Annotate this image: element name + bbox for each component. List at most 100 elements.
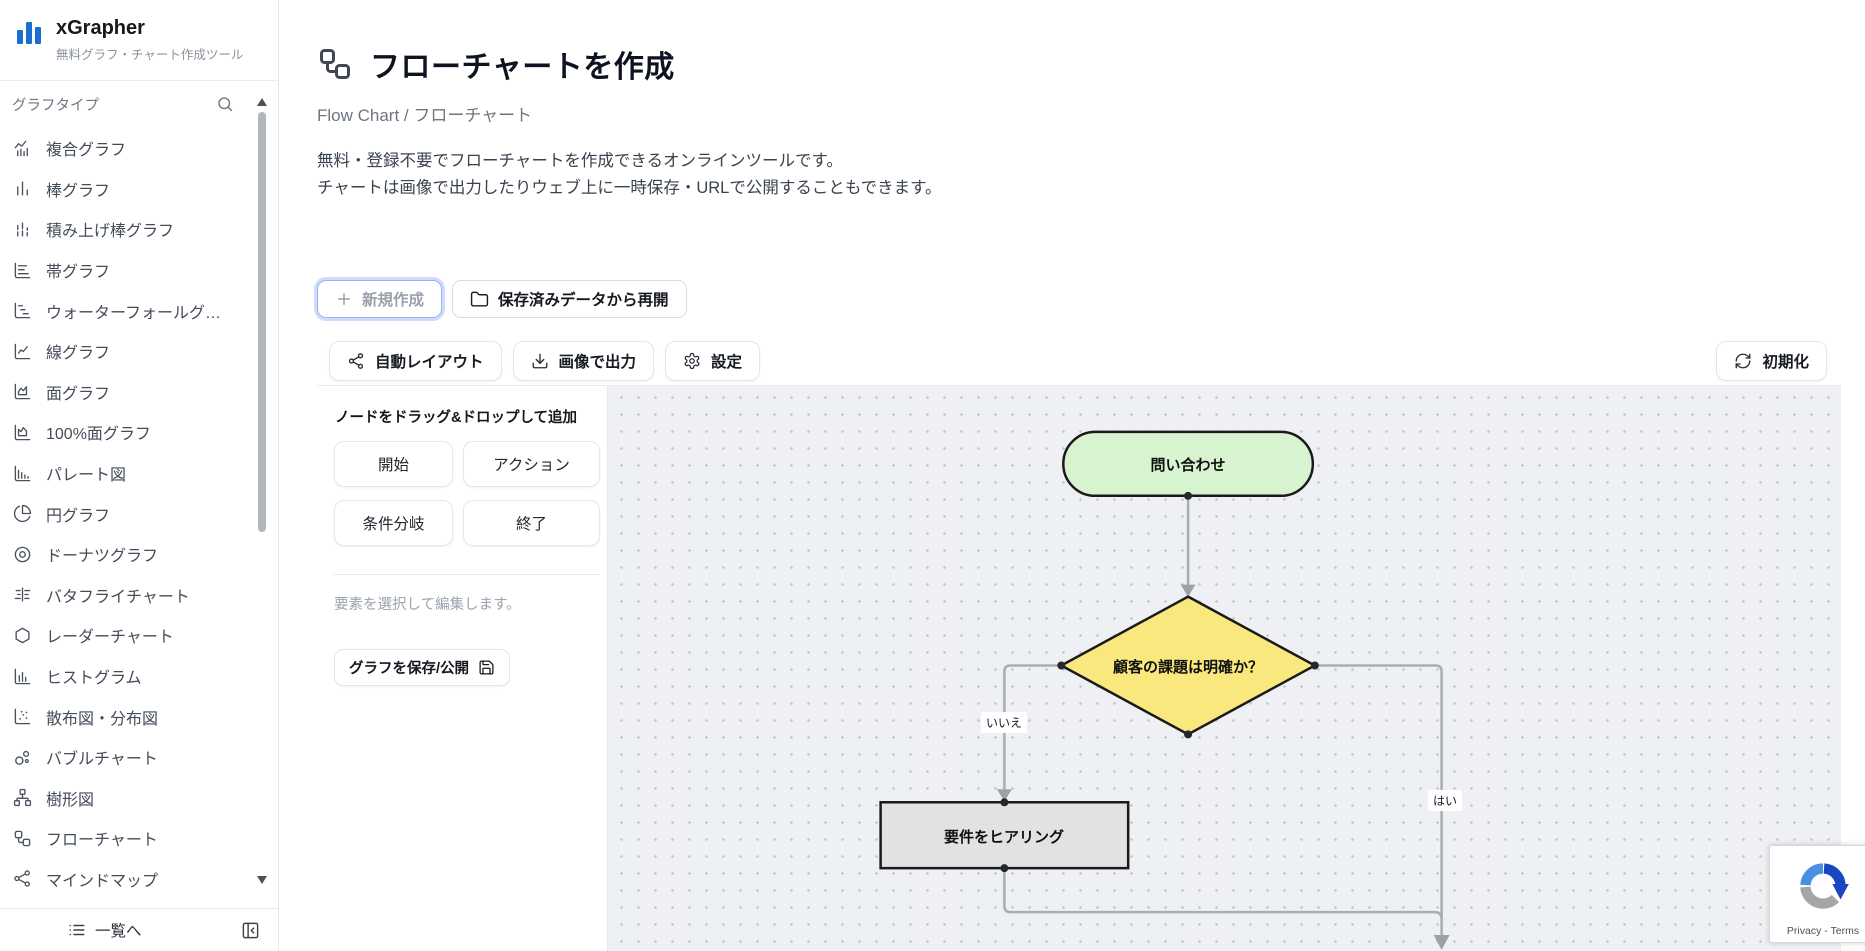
export-image-label: 画像で出力 [558, 354, 637, 371]
gear-icon [684, 352, 700, 370]
search-icon[interactable] [216, 95, 234, 113]
sidebar-item-8[interactable]: 100%面グラフ [0, 412, 258, 453]
sidebar-item-18[interactable]: フローチャート [0, 818, 258, 859]
refresh-icon [1736, 353, 1751, 369]
flowchart-canvas[interactable]: 問い合わせ 顧客の課題は明確か？ 要件をヒアリング いいえ はい [607, 386, 1841, 951]
sidebar-item-label: 面グラフ [46, 385, 111, 403]
histogram-icon [13, 667, 32, 686]
flowchart-svg [879, 430, 1450, 951]
sidebar-item-3[interactable]: 積み上げ棒グラフ [0, 209, 258, 250]
recaptcha-badge[interactable]: Privacy - Terms [1769, 845, 1865, 943]
node-palette: ノードをドラッグ&ドロップして追加 開始アクション条件分岐終了 要素を選択して編… [317, 386, 607, 951]
recaptcha-logo-icon [1800, 863, 1849, 909]
auto-layout-button[interactable]: 自動レイアウト [329, 341, 502, 381]
panel-collapse-icon[interactable] [241, 921, 260, 940]
new-create-button[interactable]: 新規作成 [317, 280, 443, 318]
combo-chart-icon [13, 139, 32, 158]
scrollbar-thumb[interactable] [258, 112, 266, 532]
area-chart-icon [13, 382, 32, 401]
edge-no[interactable] [1003, 664, 1062, 790]
share-network-icon [348, 353, 364, 369]
scrollbar-up-arrow[interactable] [257, 98, 267, 106]
app-subtitle: 無料グラフ・チャート作成ツール [56, 48, 244, 62]
sidebar-item-6[interactable]: 線グラフ [0, 331, 258, 372]
sidebar-item-9[interactable]: パレート図 [0, 453, 258, 494]
sidebar-section-label: グラフタイプ [12, 97, 99, 114]
pareto-chart-icon [13, 464, 32, 483]
plus-icon [338, 293, 350, 305]
reset-button[interactable]: 初期化 [1716, 341, 1827, 381]
arrowhead-down-action [996, 789, 1012, 802]
area-100-chart-icon [13, 423, 32, 442]
sidebar-item-17[interactable]: 樹形図 [0, 778, 258, 819]
logo[interactable]: xGrapher 無料グラフ・チャート作成ツール [0, 0, 278, 81]
auto-layout-label: 自動レイアウト [375, 354, 484, 371]
palette-divider [334, 574, 600, 575]
settings-label: 設定 [711, 354, 743, 371]
app-logo-icon [14, 17, 44, 47]
save-publish-button[interactable]: グラフを保存/公開 [334, 649, 511, 686]
band-chart-icon [13, 261, 32, 280]
settings-button[interactable]: 設定 [665, 341, 761, 381]
sidebar-item-2[interactable]: 棒グラフ [0, 169, 258, 210]
node-action-shape[interactable] [879, 801, 1130, 870]
sidebar-item-5[interactable]: ウォーターフォールグ… [0, 290, 258, 331]
palette-node-1[interactable]: 開始 [334, 441, 453, 487]
sidebar-item-label: 積み上げ棒グラフ [46, 223, 175, 241]
recaptcha-privacy-terms[interactable]: Privacy - Terms [1786, 925, 1860, 937]
sidebar-item-19[interactable]: マインドマップ [0, 859, 258, 900]
waterfall-chart-icon [13, 301, 32, 320]
export-image-button[interactable]: 画像で出力 [512, 341, 655, 381]
sidebar-item-4[interactable]: 帯グラフ [0, 250, 258, 291]
sidebar-footer-label: 一覧へ [95, 923, 142, 940]
list-icon [68, 921, 86, 939]
sidebar-item-label: パレート図 [46, 467, 127, 485]
editor-top-border [317, 385, 1841, 386]
sidebar-item-label: 散布図・分布図 [46, 710, 159, 728]
palette-heading: ノードをドラッグ&ドロップして追加 [335, 410, 578, 426]
node-start-shape[interactable] [1062, 430, 1315, 498]
palette-node-4[interactable]: 終了 [463, 500, 600, 546]
page-title: フローチャートを作成 [370, 51, 675, 84]
sidebar-item-label: 複合グラフ [46, 142, 127, 160]
sidebar-item-label: マインドマップ [46, 872, 159, 890]
sidebar-item-14[interactable]: ヒストグラム [0, 656, 258, 697]
node-decision-shape[interactable] [1058, 595, 1318, 736]
breadcrumb[interactable]: Flow Chart / フローチャート [317, 106, 533, 125]
save-icon [479, 660, 494, 675]
sidebar-item-10[interactable]: 円グラフ [0, 493, 258, 534]
sidebar-item-label: 線グラフ [46, 345, 111, 363]
sidebar-item-13[interactable]: レーダーチャート [0, 615, 258, 656]
sidebar-item-label: 100%面グラフ [46, 426, 151, 444]
description-line-1: 無料・登録不要でフローチャートを作成できるオンラインツールです。 [317, 152, 843, 170]
sidebar-item-label: 樹形図 [46, 791, 95, 809]
reset-label: 初期化 [1762, 354, 1809, 371]
palette-node-2[interactable]: アクション [463, 441, 600, 487]
pie-chart-icon [13, 504, 32, 523]
bubble-chart-icon [13, 748, 32, 767]
sidebar-item-16[interactable]: バブルチャート [0, 737, 258, 778]
resume-saved-label: 保存済みデータから再開 [498, 292, 669, 309]
sidebar-item-11[interactable]: ドーナツグラフ [0, 534, 258, 575]
sidebar-list-link[interactable]: 一覧へ [68, 919, 142, 941]
new-create-label: 新規作成 [362, 292, 425, 309]
sidebar-item-12[interactable]: バタフライチャート [0, 575, 258, 616]
edge-yes[interactable] [1314, 664, 1443, 938]
scrollbar-down-arrow[interactable] [257, 876, 267, 884]
sidebar-item-label: 円グラフ [46, 507, 111, 525]
connection-dots [1000, 491, 1319, 873]
sidebar-item-label: ヒストグラム [46, 670, 142, 688]
description-line-2: チャートは画像で出力したりウェブ上に一時保存・URLで公開することもできます。 [317, 179, 942, 197]
sidebar-item-1[interactable]: 複合グラフ [0, 128, 258, 169]
sidebar-item-7[interactable]: 面グラフ [0, 372, 258, 413]
sidebar-item-15[interactable]: 散布図・分布図 [0, 696, 258, 737]
palette-node-grid: 開始アクション条件分岐終了 [334, 441, 600, 546]
sidebar-item-label: バタフライチャート [46, 588, 190, 606]
save-publish-label: グラフを保存/公開 [349, 661, 470, 677]
stacked-bar-chart-icon [13, 220, 32, 239]
resume-saved-button[interactable]: 保存済みデータから再開 [452, 280, 687, 318]
edge-action-out[interactable] [1003, 868, 1443, 920]
radar-chart-icon [13, 626, 32, 645]
sidebar-item-label: ドーナツグラフ [46, 548, 159, 566]
palette-node-3[interactable]: 条件分岐 [334, 500, 453, 546]
